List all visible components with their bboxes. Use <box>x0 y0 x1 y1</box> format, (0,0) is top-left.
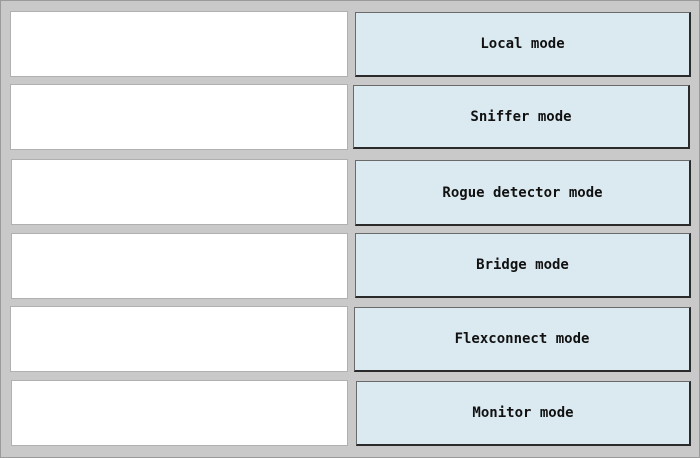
drop-target-5[interactable] <box>10 306 348 372</box>
option-local-mode[interactable]: Local mode <box>355 12 691 77</box>
option-rogue-detector-mode[interactable]: Rogue detector mode <box>355 160 691 226</box>
option-monitor-mode[interactable]: Monitor mode <box>356 381 691 446</box>
drop-target-2[interactable] <box>10 84 348 150</box>
option-label: Bridge mode <box>476 257 569 273</box>
option-sniffer-mode[interactable]: Sniffer mode <box>353 85 690 149</box>
option-label: Flexconnect mode <box>454 331 590 347</box>
option-bridge-mode[interactable]: Bridge mode <box>355 233 691 298</box>
option-flexconnect-mode[interactable]: Flexconnect mode <box>354 307 691 372</box>
drop-target-6[interactable] <box>11 380 348 446</box>
drop-target-1[interactable] <box>10 11 348 77</box>
option-label: Monitor mode <box>472 405 574 421</box>
option-label: Local mode <box>480 36 565 52</box>
option-label: Sniffer mode <box>470 108 572 125</box>
drop-target-4[interactable] <box>11 233 348 299</box>
option-label: Rogue detector mode <box>442 184 603 201</box>
drop-target-3[interactable] <box>11 159 348 225</box>
